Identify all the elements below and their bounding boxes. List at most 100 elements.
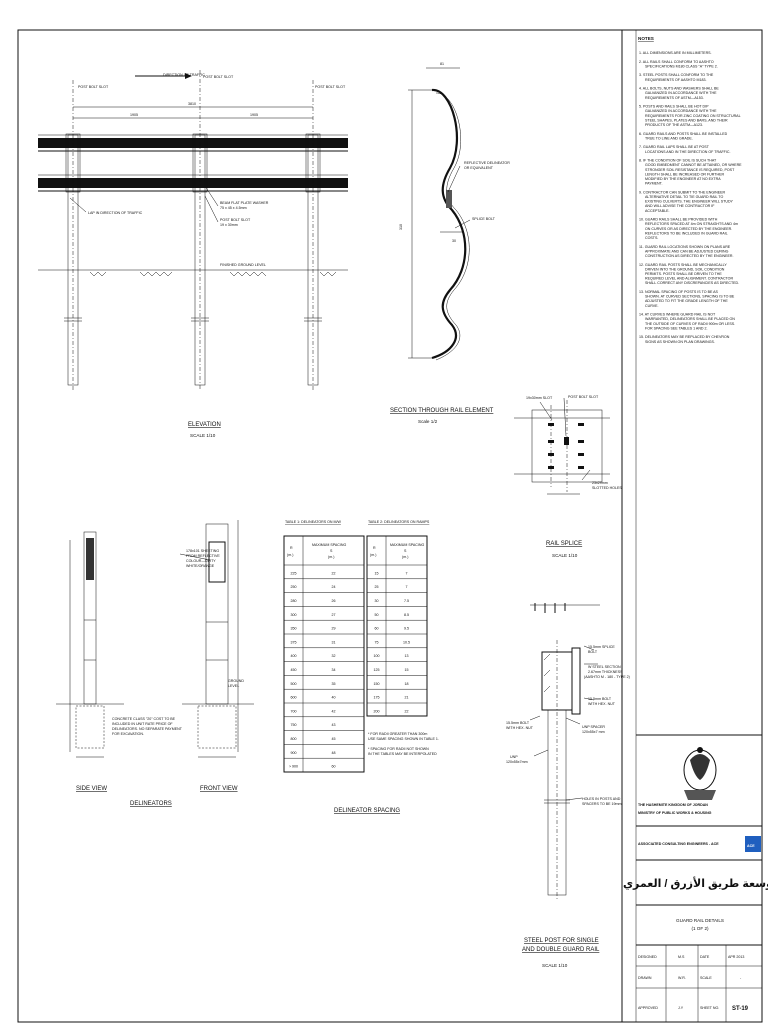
strip-note-3: COLOUR—DIRTY — [186, 559, 216, 563]
table2-col-s: MAXIMUM SPACING — [390, 543, 424, 547]
table1-r-cell: 750 — [291, 723, 297, 727]
splice-holes-note-2: SLOTTED HOLES — [592, 486, 622, 490]
table2-s-cell: 13 — [405, 654, 409, 658]
table1-r-cell: 450 — [291, 668, 297, 672]
note-item: 8. IF THE CONDITION OF SOIL IS SUCH THAT… — [639, 159, 742, 186]
section-dim-top: 81 — [440, 62, 444, 66]
concrete-note-3: DELINEATORS. NO SEPARATE PAYMENT — [112, 727, 183, 731]
lap-note: LAP IN DIRECTION OF TRAFFIC — [88, 211, 143, 215]
post-unp-note-1: UNP — [510, 755, 518, 759]
notes-list: 1. ALL DIMENSIONS ARE IN MILLIMETERS.2. … — [639, 51, 742, 344]
table1-r-cell: 500 — [291, 682, 297, 686]
beam-plate-note-2: 75 x 45 x 4.5mm — [220, 206, 247, 210]
steel-post-title-2: AND DOUBLE GUARD RAIL — [522, 947, 600, 953]
splice-slot-note: 19x30mm SLOT — [526, 396, 553, 400]
post-holes-note-2: SPACERS TO BE 19mm — [582, 802, 622, 806]
post-spacer-note-1: UNP SPACER — [582, 725, 605, 729]
dim-left-label: 1905 — [130, 113, 138, 117]
table2-s-cell: 7 — [406, 585, 408, 589]
scale-value: - — [740, 976, 742, 980]
approved-label: APPROVED — [638, 1006, 658, 1010]
table2-r-cell: 150 — [374, 682, 380, 686]
rail-splice-view: 19x30mm SLOT POST BOLT SLOT 23x29mm SLOT… — [514, 395, 622, 558]
post-left-bolt-note-2: WITH HEX. NUT — [506, 726, 534, 730]
table2-r-cell: 25 — [375, 585, 379, 589]
table2-s-cell: 7 — [406, 571, 408, 575]
table1-s-cell: 34 — [332, 668, 336, 672]
section-reflector-note-1: REFLECTIVE DELINEATOR — [464, 161, 510, 165]
table1-s-cell: 22 — [332, 571, 336, 575]
spacing-note-2a: * SPACING FOR RADII NOT SHOWN — [368, 747, 429, 751]
post-bolt-slot-center-label: POST BOLT SLOT — [203, 75, 234, 79]
sheet-no-value: ST-19 — [732, 1006, 749, 1012]
jordan-emblem — [683, 747, 717, 800]
ground-level-label: FINISHED GROUND LEVEL — [220, 263, 266, 267]
front-view-title: FRONT VIEW — [200, 786, 238, 792]
dim-total-label: 3810 — [188, 102, 196, 106]
table1-r-cell: 400 — [291, 654, 297, 658]
authority-line-2: MINISTRY OF PUBLIC WORKS & HOUSING — [638, 811, 712, 815]
table2-r-cell: 50 — [375, 613, 379, 617]
table1-r-cell: 900 — [291, 751, 297, 755]
project-name-arabic: توسعة طريق الأزرق / العمري — [623, 876, 768, 890]
table1-r-cell: 280 — [291, 599, 297, 603]
post-left — [67, 134, 79, 386]
table1-col-s: MAXIMUM SPACING — [312, 543, 346, 547]
table2-r-cell: 200 — [374, 709, 380, 713]
table1-title: TABLE 1: DELINEATORS ON M/W — [285, 520, 342, 524]
table2-col-r: R — [373, 546, 376, 550]
table2-s-cell: 7.5 — [404, 599, 409, 603]
table1-r-cell: 800 — [291, 737, 297, 741]
elevation-scale: SCALE 1/10 — [190, 433, 216, 438]
table1-s-cell: 32 — [332, 654, 336, 658]
w-beam-profile — [431, 88, 467, 360]
post-wsection-note-2: 2.67mm THICKNESS — [588, 670, 623, 674]
delineator-spacing-title: DELINEATOR SPACING — [334, 808, 400, 814]
splice-holes-note-1: 23x29mm — [592, 481, 608, 485]
steel-post-view: 15.5mm SPLICE BOLT W STEEL SECTION 2.67m… — [506, 603, 630, 968]
sheet-border — [17, 29, 763, 1023]
table1-r-cell: 350 — [291, 627, 297, 631]
drawn-value: W.R. — [678, 976, 686, 980]
designed-label: DESIGNED — [638, 955, 657, 959]
table1-s-cell: 48 — [332, 751, 336, 755]
splice-post-bolt-note: POST BOLT SLOT — [568, 395, 599, 399]
table1-s-cell: 45 — [332, 737, 336, 741]
section-scale: Scale 1/2 — [418, 419, 438, 424]
post-splice-note-1: 15.5mm SPLICE — [588, 645, 615, 649]
steel-post-scale: SCALE 1/10 — [542, 963, 568, 968]
steel-post-title-1: STEEL POST FOR SINGLE — [524, 938, 599, 944]
section-reflector-note-2: OR EQUIVALENT — [464, 166, 494, 170]
post-holes-note-1: HOLES IN POSTS AND — [582, 797, 621, 801]
post-bolt-note-2: WITH HEX. NUT — [588, 702, 616, 706]
drawing-title-2: (1 OF 2) — [691, 926, 709, 931]
table2-s-cell: 21 — [405, 696, 409, 700]
direction-of-traffic-label: DIRECTION OF TRAFFIC — [163, 73, 205, 77]
table1-r-cell: 600 — [291, 696, 297, 700]
table2-r-cell: 75 — [375, 640, 379, 644]
ace-logo — [745, 836, 761, 852]
spacing-note-1a: * FOR RADII GREATER THAN 300m — [368, 732, 427, 736]
table2-s-cell: 18 — [405, 682, 409, 686]
table1-col-s-symbol: S — [330, 549, 333, 553]
table1-col-r: R — [290, 546, 293, 550]
general-notes: NOTES 1. ALL DIMENSIONS ARE IN MILLIMETE… — [638, 36, 742, 344]
post-left-bolt-note-1: 15.5mm BOLT — [506, 721, 530, 725]
concrete-note-2: INCLUDED IN UNIT RATE PRICE OF — [112, 722, 173, 726]
table2-r-cell: 15 — [375, 571, 379, 575]
table1-col-r-unit: (m.) — [287, 553, 293, 557]
table1-s-cell: 29 — [332, 627, 336, 631]
rail-splice-scale: SCALE 1/10 — [552, 553, 578, 558]
date-value: APR 2013 — [728, 955, 744, 959]
strip-note-4: WHITE/ORANGE — [186, 564, 215, 568]
concrete-note-1: CONCRETE CLASS "20" COST TO BE — [112, 717, 176, 721]
post-bolt-slot-right-label: POST BOLT SLOT — [315, 85, 346, 89]
table2-r-cell: 60 — [375, 627, 379, 631]
